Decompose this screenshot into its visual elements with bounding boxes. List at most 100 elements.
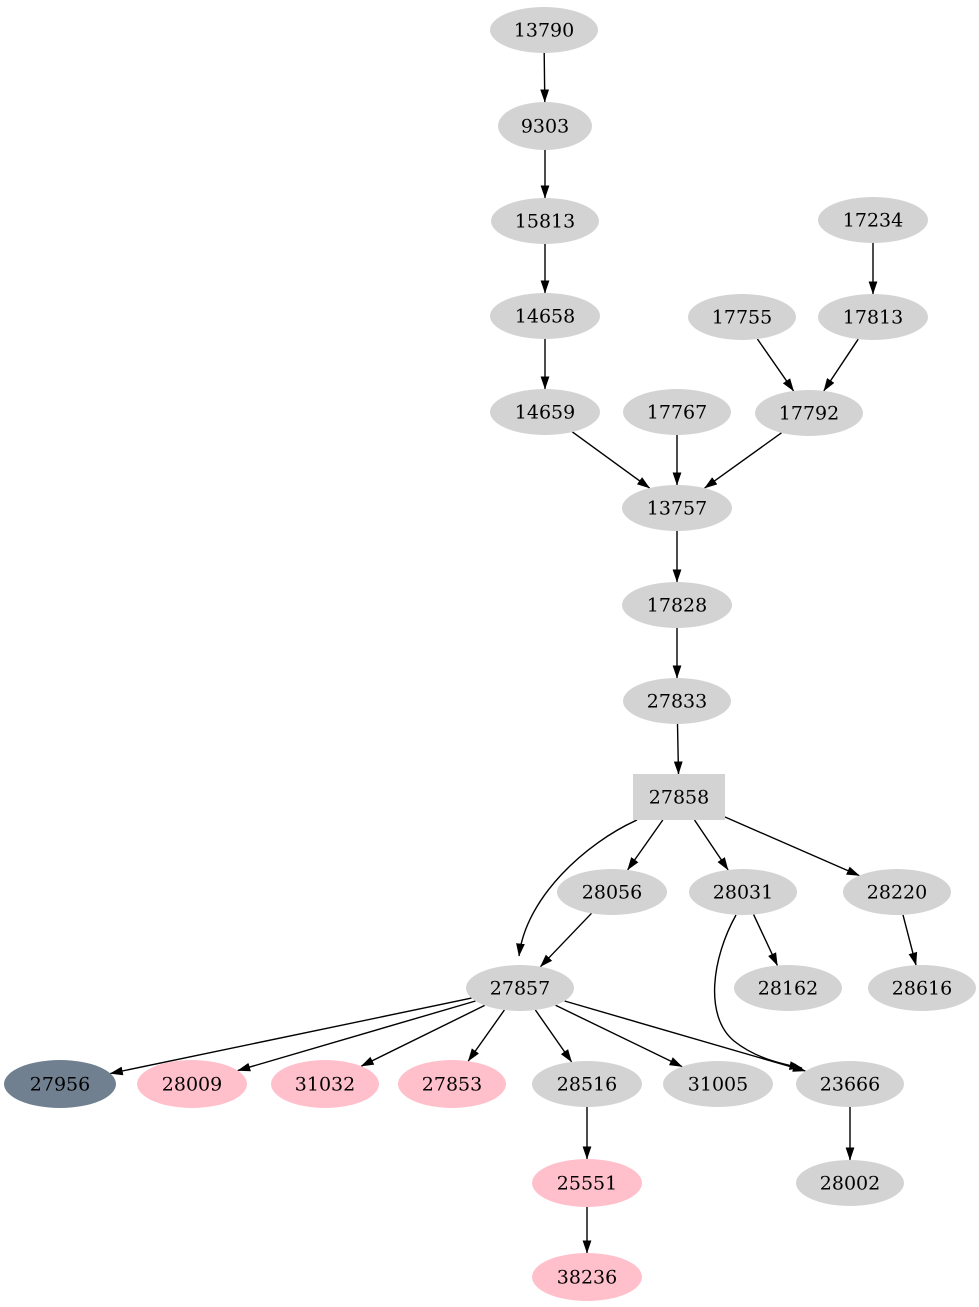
node-ellipse-28162 bbox=[734, 965, 842, 1011]
node-ellipse-13757 bbox=[622, 485, 732, 531]
graph-node-17234: 17234 bbox=[818, 197, 928, 243]
edge-27858-to-27857 bbox=[516, 819, 638, 957]
node-ellipse-15813 bbox=[491, 198, 599, 244]
graph-node-17828: 17828 bbox=[622, 582, 732, 628]
node-label-17828: 17828 bbox=[647, 595, 707, 617]
node-ellipse-23666 bbox=[796, 1061, 904, 1107]
edge-13790-to-9303 bbox=[540, 52, 550, 103]
node-label-9303: 9303 bbox=[521, 116, 569, 138]
node-ellipse-31032 bbox=[271, 1060, 379, 1108]
edge-17755-to-17792 bbox=[756, 338, 795, 392]
graph-node-28516: 28516 bbox=[532, 1061, 642, 1107]
graph-node-23666: 23666 bbox=[796, 1061, 904, 1107]
node-label-28056: 28056 bbox=[582, 882, 642, 904]
edge-27857-to-28516 bbox=[534, 1009, 573, 1063]
node-ellipse-27853 bbox=[398, 1060, 506, 1108]
node-label-28162: 28162 bbox=[758, 978, 818, 1000]
node-label-28616: 28616 bbox=[892, 978, 952, 1000]
node-label-38236: 38236 bbox=[557, 1267, 617, 1289]
graph-node-28616: 28616 bbox=[868, 965, 976, 1011]
graph-node-17813: 17813 bbox=[818, 294, 928, 340]
node-ellipse-14659 bbox=[490, 389, 600, 435]
edge-27857-to-31032 bbox=[360, 1004, 486, 1067]
edge-27858-to-28056 bbox=[627, 819, 664, 871]
node-label-17755: 17755 bbox=[712, 307, 772, 329]
graph-node-13757: 13757 bbox=[622, 485, 732, 531]
node-label-28009: 28009 bbox=[162, 1074, 222, 1096]
edge-27857-to-27956 bbox=[109, 997, 472, 1076]
node-ellipse-31005 bbox=[663, 1061, 773, 1107]
graph-node-31032: 31032 bbox=[271, 1060, 379, 1108]
node-label-25551: 25551 bbox=[557, 1173, 617, 1195]
edge-28056-to-27857 bbox=[539, 912, 593, 968]
node-label-23666: 23666 bbox=[820, 1074, 880, 1096]
node-ellipse-13790 bbox=[490, 7, 598, 53]
graph-node-28002: 28002 bbox=[796, 1160, 904, 1206]
node-label-31032: 31032 bbox=[295, 1074, 355, 1096]
node-ellipse-28056 bbox=[557, 869, 667, 915]
graph-node-14658: 14658 bbox=[490, 293, 600, 339]
node-label-17767: 17767 bbox=[647, 402, 707, 424]
node-ellipse-28616 bbox=[868, 965, 976, 1011]
node-box-27858 bbox=[633, 774, 725, 820]
node-label-17234: 17234 bbox=[843, 210, 903, 232]
graph-node-31005: 31005 bbox=[663, 1061, 773, 1107]
node-ellipse-17234 bbox=[818, 197, 928, 243]
node-label-27853: 27853 bbox=[422, 1074, 482, 1096]
node-ellipse-14658 bbox=[490, 293, 600, 339]
node-label-27833: 27833 bbox=[647, 691, 707, 713]
graph-node-25551: 25551 bbox=[532, 1159, 642, 1207]
node-ellipse-17792 bbox=[755, 390, 863, 436]
graph-node-9303: 9303 bbox=[498, 102, 592, 150]
graph-node-17755: 17755 bbox=[688, 294, 796, 340]
graph-node-28162: 28162 bbox=[734, 965, 842, 1011]
node-label-31005: 31005 bbox=[688, 1074, 748, 1096]
node-ellipse-9303 bbox=[498, 102, 592, 150]
node-label-27956: 27956 bbox=[30, 1074, 90, 1096]
graph-node-28031: 28031 bbox=[689, 869, 797, 915]
node-label-14659: 14659 bbox=[515, 402, 575, 424]
node-ellipse-38236 bbox=[532, 1253, 642, 1301]
graph-node-27858: 27858 bbox=[633, 774, 725, 820]
graph-node-27833: 27833 bbox=[623, 678, 731, 724]
graph-node-15813: 15813 bbox=[491, 198, 599, 244]
edge-27858-to-28031 bbox=[693, 819, 729, 871]
graph-node-27853: 27853 bbox=[398, 1060, 506, 1108]
node-ellipse-28031 bbox=[689, 869, 797, 915]
node-label-28031: 28031 bbox=[713, 882, 773, 904]
node-label-13757: 13757 bbox=[647, 498, 707, 520]
graph-node-28220: 28220 bbox=[843, 869, 951, 915]
node-ellipse-28220 bbox=[843, 869, 951, 915]
graph-node-27956: 27956 bbox=[4, 1060, 116, 1108]
node-ellipse-25551 bbox=[532, 1159, 642, 1207]
node-label-28220: 28220 bbox=[867, 882, 927, 904]
graph-node-27857: 27857 bbox=[466, 965, 574, 1011]
edge-14659-to-13757 bbox=[571, 431, 651, 489]
node-ellipse-17755 bbox=[688, 294, 796, 340]
node-label-17792: 17792 bbox=[779, 403, 839, 425]
node-ellipse-27833 bbox=[623, 678, 731, 724]
node-ellipse-28002 bbox=[796, 1160, 904, 1206]
node-ellipse-28009 bbox=[137, 1060, 247, 1108]
graph-node-17792: 17792 bbox=[755, 390, 863, 436]
edge-17813-to-17792 bbox=[823, 338, 859, 392]
graph-node-17767: 17767 bbox=[623, 389, 731, 435]
graph-node-14659: 14659 bbox=[490, 389, 600, 435]
node-ellipse-17767 bbox=[623, 389, 731, 435]
node-label-28516: 28516 bbox=[557, 1074, 617, 1096]
graph-node-13790: 13790 bbox=[490, 7, 598, 53]
edge-layer bbox=[109, 52, 918, 1254]
edge-28220-to-28616 bbox=[902, 914, 918, 966]
graph-node-38236: 38236 bbox=[532, 1253, 642, 1301]
node-ellipse-28516 bbox=[532, 1061, 642, 1107]
node-label-17813: 17813 bbox=[843, 307, 903, 329]
edge-27857-to-31005 bbox=[555, 1004, 683, 1068]
edge-27857-to-27853 bbox=[467, 1009, 505, 1062]
node-ellipse-17828 bbox=[622, 582, 732, 628]
node-label-27857: 27857 bbox=[490, 978, 550, 1000]
node-layer: 13790 9303 15813 17234 14658 17755 17813 14659 1… bbox=[4, 7, 976, 1301]
edge-17792-to-13757 bbox=[704, 432, 782, 489]
edge-27858-to-28220 bbox=[724, 816, 860, 877]
edge-27857-to-23666 bbox=[564, 1000, 806, 1072]
